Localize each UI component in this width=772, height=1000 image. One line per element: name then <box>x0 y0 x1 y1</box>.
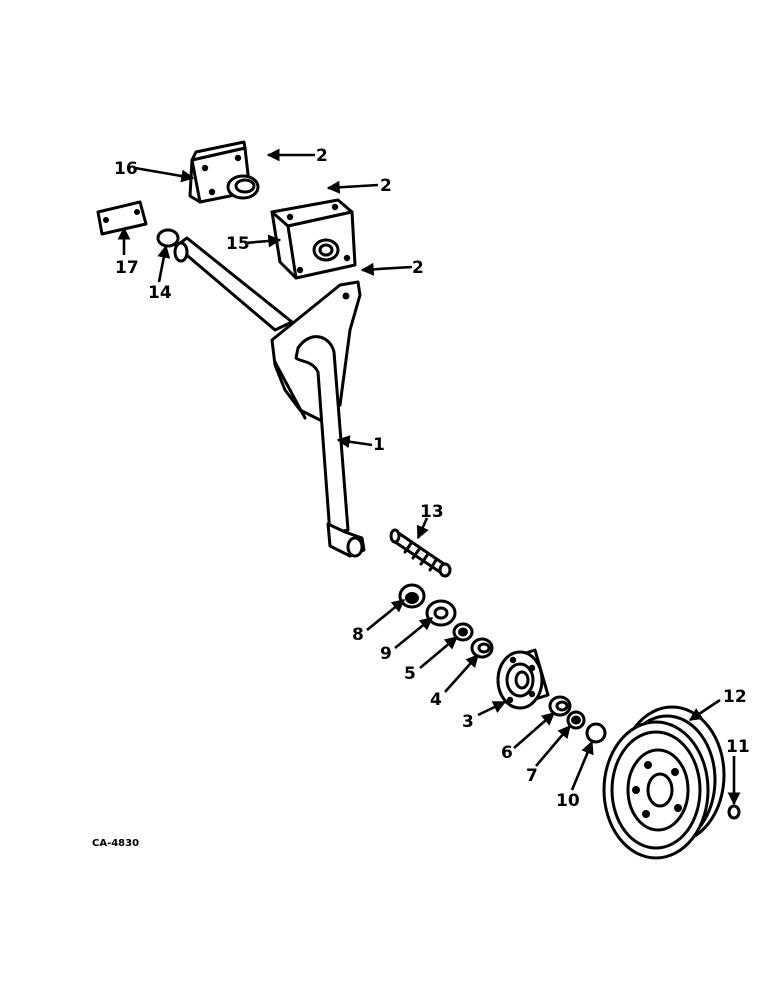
callout-8: 8 <box>352 625 364 645</box>
part-14-bracket <box>188 140 260 204</box>
callout-2b: 2 <box>380 176 392 196</box>
part-5-bearing-cone <box>452 622 474 642</box>
callout-1: 1 <box>373 435 385 455</box>
part-6-cup <box>548 695 572 717</box>
part-15-plate <box>96 200 148 236</box>
part-11-nut <box>727 804 741 820</box>
part-8-bearing <box>398 583 426 609</box>
part-16-ring <box>156 228 180 248</box>
callout-17: 13 <box>420 502 444 522</box>
callout-5: 5 <box>404 664 416 684</box>
part-9-seal <box>425 599 457 627</box>
figure-code: CA-4830 <box>92 838 139 849</box>
part-17-spindle <box>389 528 452 578</box>
part-3-hub <box>496 648 550 710</box>
callout-6: 6 <box>501 743 513 763</box>
callout-16: 14 <box>148 283 172 303</box>
leader-lines <box>117 148 741 806</box>
callout-9: 9 <box>380 644 392 664</box>
part-4-cup <box>470 637 494 659</box>
callout-10: 10 <box>556 791 580 811</box>
callout-15: 17 <box>115 258 139 278</box>
callout-labels: 2 2 2 1 16 15 17 14 13 8 9 5 4 3 6 7 10 … <box>114 146 750 811</box>
callout-11: 11 <box>726 737 750 757</box>
callout-2a: 2 <box>316 146 328 166</box>
part-10-cap <box>585 722 607 744</box>
callout-3: 3 <box>462 712 474 732</box>
part-12-wheel <box>602 705 726 860</box>
callout-12: 12 <box>723 687 747 707</box>
part-7-bearing-cone <box>566 710 586 730</box>
callout-2c: 2 <box>412 258 424 278</box>
callout-7: 7 <box>526 766 538 786</box>
part-arm <box>173 236 366 558</box>
callout-14: 16 <box>114 159 138 179</box>
callout-4: 4 <box>430 690 442 710</box>
callout-13: 15 <box>226 234 250 254</box>
part-13-bracket <box>270 198 357 280</box>
